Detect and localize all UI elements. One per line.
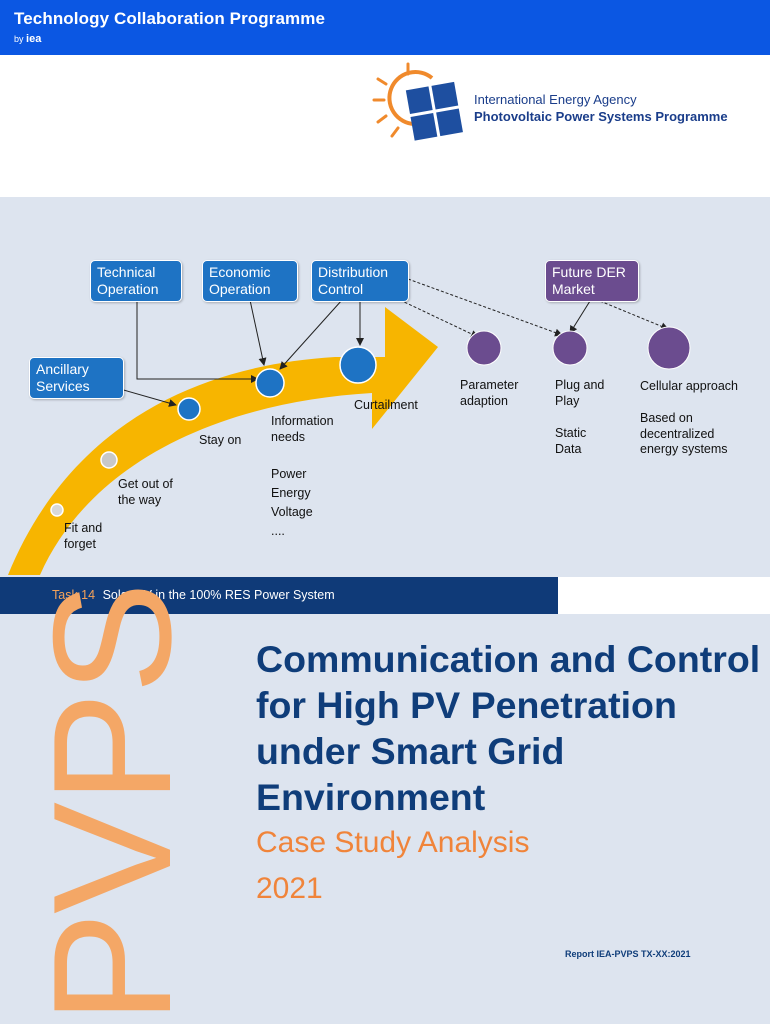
tcp-banner: Technology Collaboration Programme by ie… xyxy=(0,0,770,55)
node-stay-on xyxy=(177,397,201,421)
cover-diagram: Technical Operation Economic Operation D… xyxy=(0,197,770,577)
label-fit-forget: Fit and forget xyxy=(64,521,103,551)
box-future-der-market: Future DER Market xyxy=(545,260,639,302)
label-curtailment: Curtailment xyxy=(354,398,418,412)
label-plug-play: Plug and Play xyxy=(555,378,605,408)
label-information-needs: Information needs xyxy=(271,414,334,444)
box-distribution-control: Distribution Control xyxy=(311,260,409,302)
box-economic-operation: Economic Operation xyxy=(202,260,298,302)
task-line: Task 14 Solar PV in the 100% RES Power S… xyxy=(52,588,335,602)
box-technical-operation: Technical Operation xyxy=(90,260,182,302)
pvps-watermark: PVPS xyxy=(18,583,206,1024)
label-stay-on: Stay on xyxy=(199,433,242,447)
box-distribution-label: Distribution Control xyxy=(318,264,389,297)
pvps-logo-icon xyxy=(372,62,463,141)
node-information xyxy=(255,368,285,398)
label-parameter-adaption: Parameter adaption xyxy=(460,378,519,408)
task-title: Solar PV in the 100% RES Power System xyxy=(102,588,335,602)
box-technical-label: Technical Operation xyxy=(97,264,159,297)
node-curtailment xyxy=(339,346,377,384)
label-based-on: Based on decentralized energy systems xyxy=(640,411,728,456)
report-number: Report IEA-PVPS TX-XX:2021 xyxy=(565,949,691,959)
tcp-title: Technology Collaboration Programme xyxy=(14,9,326,28)
box-ancillary-label: Ancillary Services xyxy=(36,361,90,394)
iea-wordmark: iea xyxy=(26,33,42,45)
task-number: Task 14 xyxy=(52,588,96,602)
node-get-out xyxy=(100,451,118,469)
report-subtitle: Case Study Analysis xyxy=(256,826,530,859)
logo-programme-name: Photovoltaic Power Systems Programme xyxy=(474,109,728,124)
logo-agency-name: International Energy Agency xyxy=(474,92,637,107)
report-year: 2021 xyxy=(256,872,323,905)
label-get-out: Get out of the way xyxy=(118,477,173,507)
box-future-label: Future DER Market xyxy=(552,264,626,297)
node-cellular xyxy=(647,326,691,370)
box-economic-label: Economic Operation xyxy=(209,264,271,297)
tcp-by-text: by xyxy=(14,34,24,44)
progress-arrow xyxy=(8,307,438,575)
cover-lower xyxy=(0,614,770,1024)
label-static-data: Static Data xyxy=(555,426,587,456)
node-fit-forget xyxy=(50,503,64,517)
report-title: Communication and Control for High PV Pe… xyxy=(256,638,761,818)
tcp-by-line: by iea xyxy=(14,33,41,45)
box-ancillary-services: Ancillary Services xyxy=(29,357,124,399)
label-cellular-approach: Cellular approach xyxy=(640,379,738,393)
task-bar: Task 14 Solar PV in the 100% RES Power S… xyxy=(0,577,558,614)
node-parameter xyxy=(466,330,502,366)
label-information-list: Power Energy Voltage .... xyxy=(271,467,313,538)
node-plug-play xyxy=(552,330,588,366)
diagram-graphics xyxy=(8,278,691,575)
